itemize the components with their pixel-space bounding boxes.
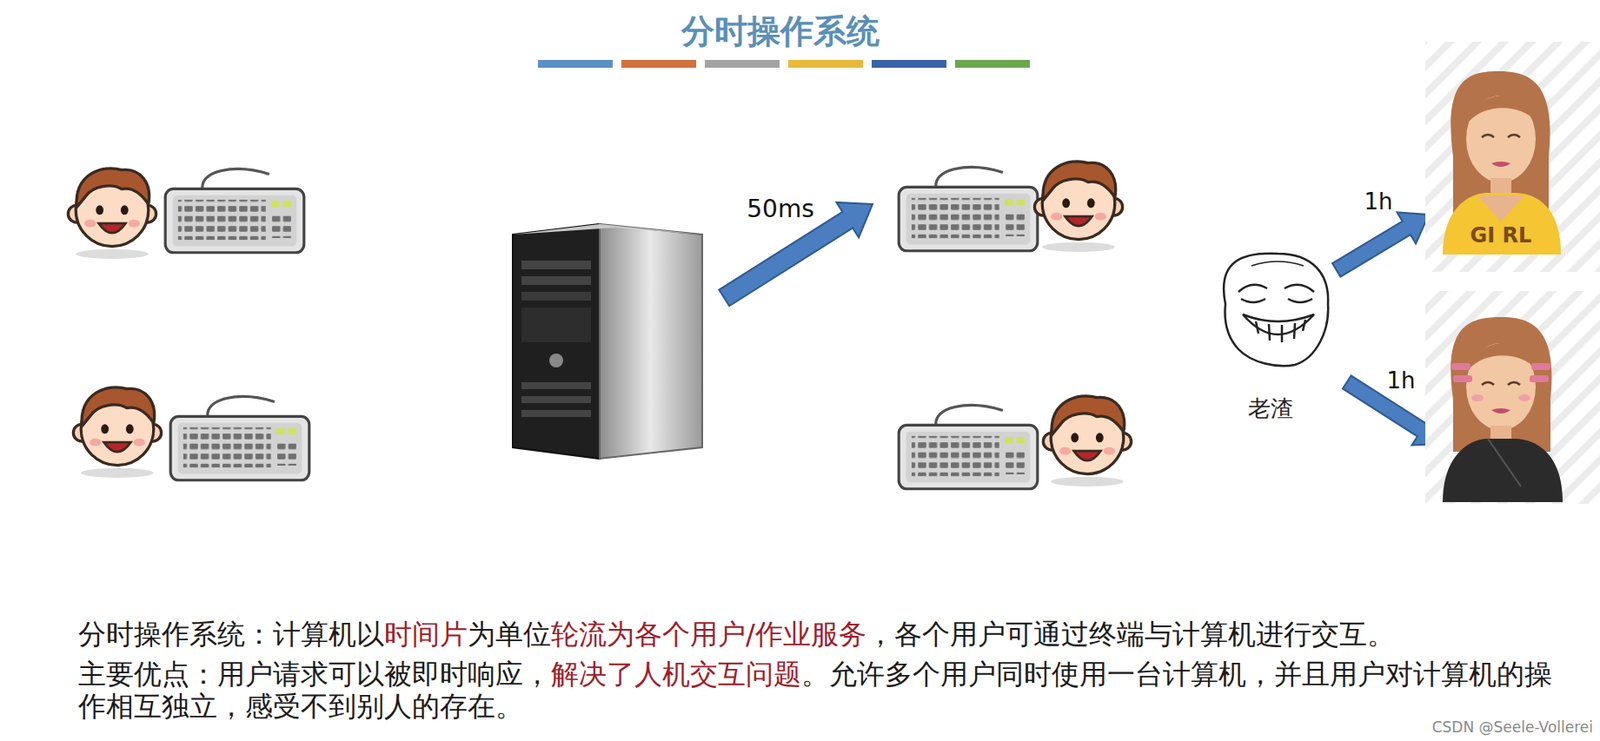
description-paragraph: 分时操作系统：计算机以时间片为单位轮流为各个用户/作业服务，各个用户可通过终端与… <box>78 617 1565 652</box>
watermark: CSDN @Seele-Vollerei <box>1432 718 1594 737</box>
girl-portrait <box>1425 291 1600 505</box>
keyboard <box>898 167 1038 252</box>
caption-label: 老渣 <box>1248 393 1294 425</box>
user-face <box>1034 161 1122 253</box>
description-paragraph: 主要优点：用户请求可以被即时响应，解决了人机交互问题。允许多个用户同时使用一台计… <box>78 658 1565 724</box>
user-face <box>1042 396 1131 487</box>
color-bar <box>704 59 780 68</box>
duration-label: 1h <box>1363 188 1393 215</box>
troll-face <box>1223 253 1328 366</box>
color-bar <box>871 59 947 68</box>
color-bar <box>621 59 697 68</box>
keyboard <box>170 397 310 481</box>
user-face <box>67 168 156 259</box>
duration-label: 1h <box>1386 367 1415 394</box>
color-bar <box>955 59 1030 68</box>
user-face <box>73 387 161 479</box>
body-text: ，各个用户可通过终端与计算机进行交互。 <box>866 617 1395 651</box>
shirt-text: GI RL <box>1470 223 1533 248</box>
body-text: 主要优点：用户请求可以被即时响应， <box>78 657 552 691</box>
girl-portrait <box>1425 41 1600 273</box>
keyboard <box>898 405 1038 490</box>
server <box>512 165 748 459</box>
highlight-text: 解决了人机交互问题 <box>551 657 802 691</box>
highlight-text: 轮流为各个用户/作业服务 <box>551 617 867 651</box>
body-text: 为单位 <box>467 617 552 651</box>
color-bar <box>788 59 864 68</box>
color-bar <box>537 59 613 68</box>
keyboard <box>165 169 305 253</box>
title: 分时操作系统 <box>681 9 880 54</box>
highlight-text: 时间片 <box>384 617 468 651</box>
arrow <box>712 186 883 317</box>
time-slice-label: 50ms <box>746 194 815 224</box>
body-text: 分时操作系统：计算机以 <box>78 617 385 651</box>
